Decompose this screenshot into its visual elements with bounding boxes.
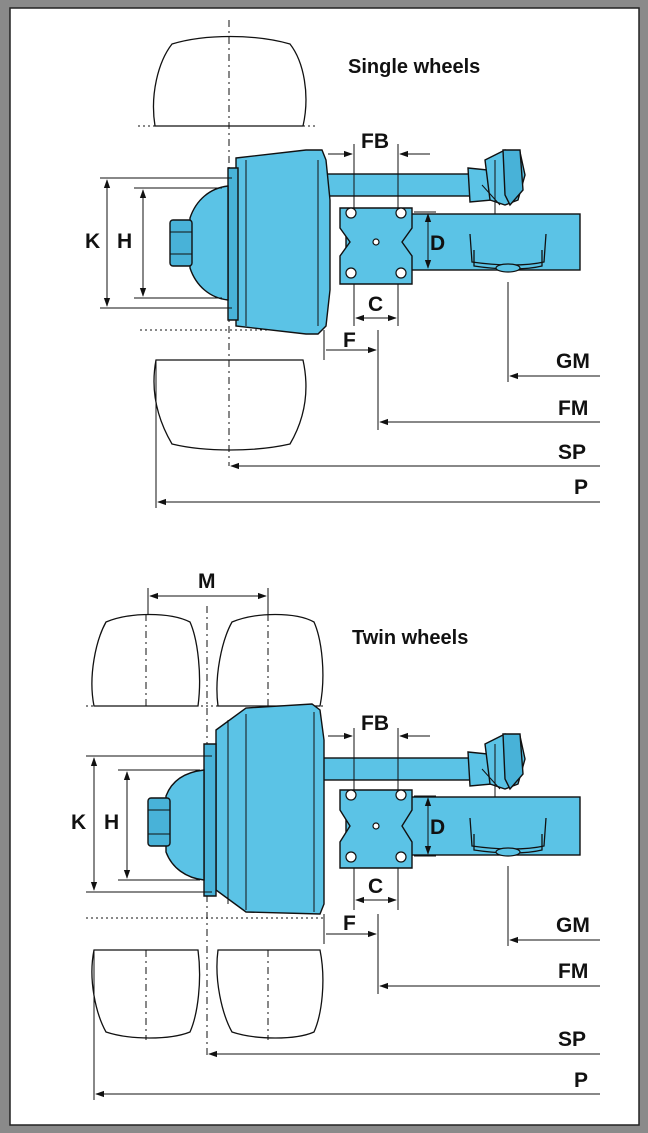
twin-drum [203,703,325,915]
twin-f-label: F [343,912,356,935]
single-fm-label: FM [558,397,588,420]
single-wheels-diagram: Single wheels [85,20,600,508]
twin-sp-label: SP [558,1028,586,1051]
single-p-label: P [574,476,588,499]
twin-wheels-diagram: Twin wheels M [71,570,600,1100]
single-wheels-title: Single wheels [348,56,480,78]
single-top-tire [138,35,318,127]
single-hub [169,185,229,301]
single-drum [227,149,331,335]
twin-gm-label: GM [556,914,590,937]
twin-fb-label: FB [361,712,389,735]
twin-bottom-tires [86,917,326,1040]
single-k-label: K [85,230,100,253]
twin-fm-label: FM [558,960,588,983]
twin-top-tires [86,613,326,707]
single-f-label: F [343,329,356,352]
twin-k-label: K [71,811,86,834]
twin-h-label: H [104,811,119,834]
single-fb-label: FB [361,130,389,153]
twin-hub [147,769,205,881]
single-sp-label: SP [558,441,586,464]
single-bottom-tire [140,329,318,451]
single-gm-label: GM [556,350,590,373]
single-h-label: H [117,230,132,253]
twin-mounting-plate [339,789,413,869]
twin-wheels-title: Twin wheels [352,627,468,649]
twin-shaft [321,733,526,799]
single-d-label: D [430,232,445,255]
twin-m-label: M [198,570,216,593]
single-shaft [321,149,526,215]
twin-p-label: P [574,1069,588,1092]
twin-d-label: D [430,816,445,839]
twin-c-label: C [368,875,383,898]
single-mounting-plate [339,207,413,285]
single-c-label: C [368,293,383,316]
